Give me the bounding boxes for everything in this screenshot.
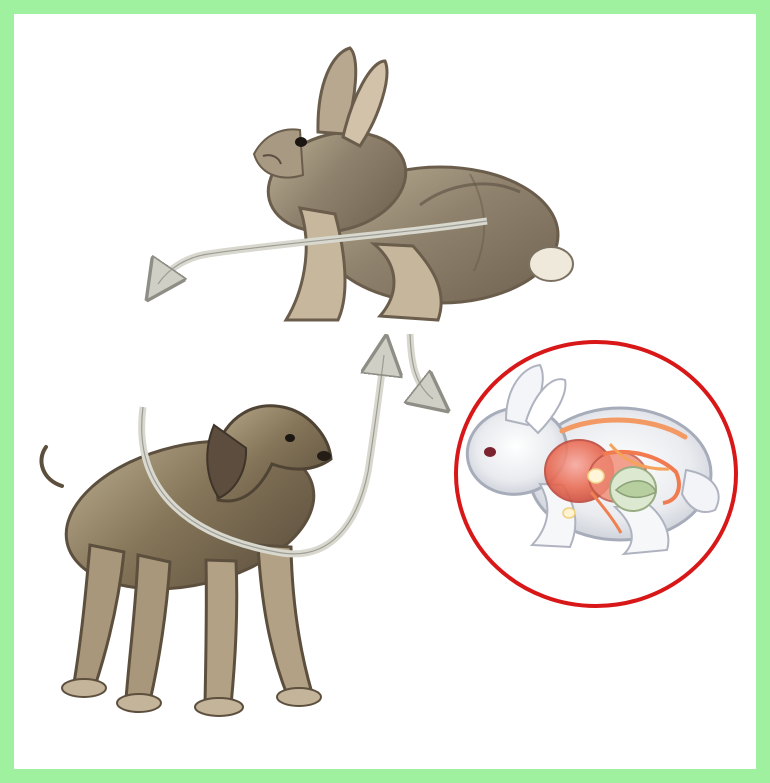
rabbit-anatomy-illustration: [456, 342, 736, 606]
dog-illustration: [41, 406, 331, 716]
brown-rabbit-illustration: [254, 48, 573, 320]
